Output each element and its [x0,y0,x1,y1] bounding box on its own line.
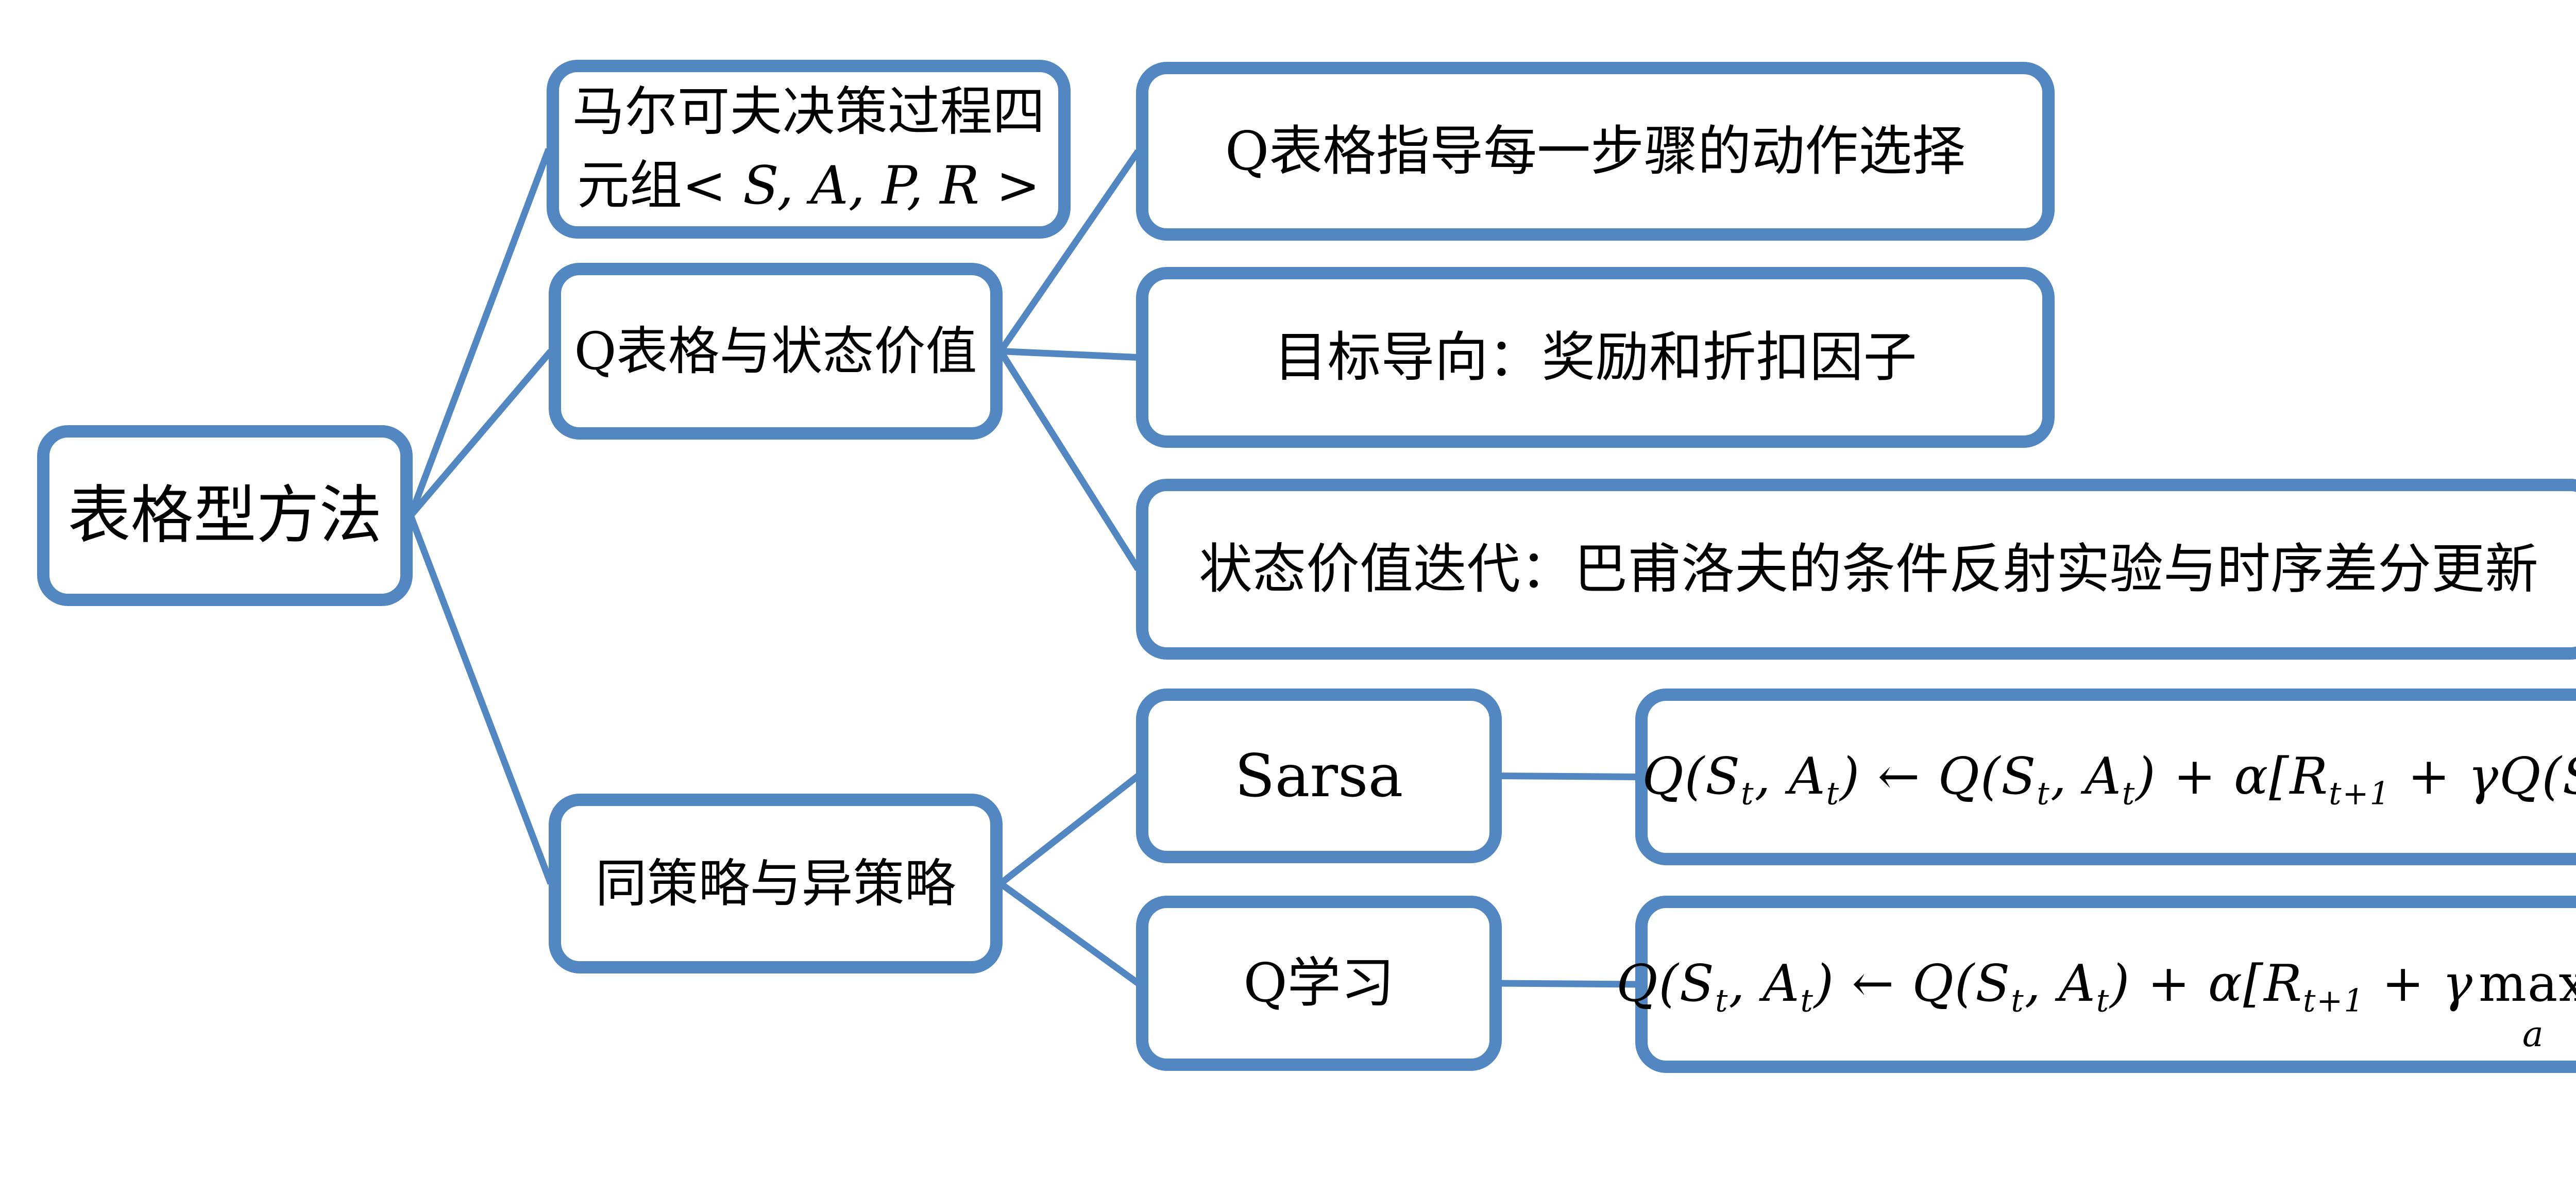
node-q-learning-update-formula: Q(St, At) ← Q(St, At) + α[Rt+1 + γmaxaQ(… [1616,896,2576,1073]
mdp-line1: 马尔可夫决策过程四 [572,81,1045,143]
mdp-line2: 元组< S, A, P, R > [572,149,1045,223]
mdp-line2-prefix: 元组 [577,155,682,216]
node-label: Sarsa [1234,741,1403,810]
q-learning-formula-text: Q(St, At) ← Q(St, At) + α[Rt+1 + γmaxaQ(… [1607,949,2576,1055]
node-on-off-policy: 同策略与异策略 [549,794,1003,973]
node-label: 表格型方法 [67,479,382,552]
formula-before-max: Q(St, At) ← Q(St, At) + α[Rt+1 + γ [1616,954,2473,1019]
node-sarsa: Sarsa [1136,689,1502,863]
node-goal-oriented: 目标导向：奖励和折扣因子 [1136,267,2055,448]
node-qtable-state-value: Q表格与状态价值 [549,263,1003,440]
node-sarsa-update-formula: Q(St, At) ← Q(St, At) + α[Rt+1 + γQ(St+1… [1635,689,2576,865]
node-label: Q学习 [1243,951,1395,1015]
node-label: 状态价值迭代：巴甫洛夫的条件反射实验与时序差分更新 [1198,537,2538,600]
node-tabular-methods: 表格型方法 [37,425,413,606]
node-qtable-guides-actions: Q表格指导每一步骤的动作选择 [1136,62,2055,241]
node-label: 目标导向：奖励和折扣因子 [1274,325,1917,389]
node-label: 同策略与异策略 [595,853,956,914]
node-label: Q表格指导每一步骤的动作选择 [1225,119,1966,182]
mdp-tuple-math: < S, A, P, R > [682,155,1040,216]
node-label: Q表格与状态价值 [574,321,977,381]
max-label: max [2478,954,2576,1014]
sarsa-formula-text: Q(St, At) ← Q(St, At) + α[Rt+1 + γQ(St+1… [1642,747,2576,812]
node-label: 马尔可夫决策过程四 元组< S, A, P, R > [563,76,1055,223]
node-q-learning: Q学习 [1136,896,1502,1071]
max-under-arg: a [2522,1014,2545,1055]
node-mdp-tuple: 马尔可夫决策过程四 元组< S, A, P, R > [547,60,1071,239]
node-state-value-iteration: 状态价值迭代：巴甫洛夫的条件反射实验与时序差分更新 [1136,479,2576,660]
